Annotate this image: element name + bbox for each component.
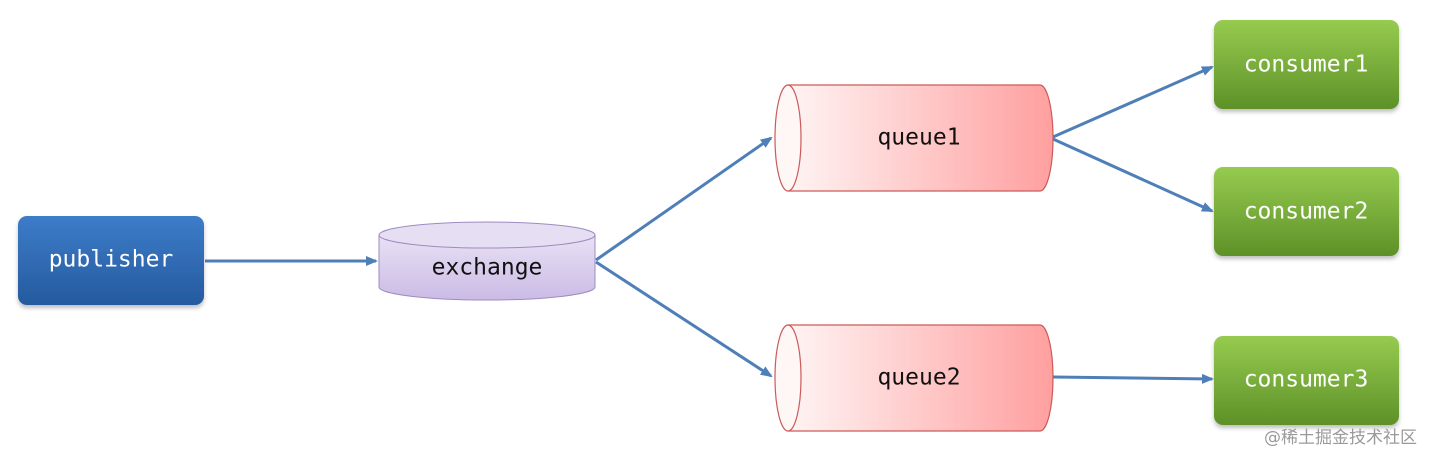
arrow-exchange-queue2 (595, 260, 773, 378)
consumer1-box (1214, 20, 1399, 109)
arrow-exchange-queue1 (595, 136, 773, 262)
exchange-label: exchange (432, 255, 543, 281)
publisher-label: publisher (49, 247, 174, 273)
consumer3-box (1214, 336, 1399, 425)
arrow-queue1-consumer1 (1052, 65, 1214, 139)
queue2-label: queue2 (877, 365, 960, 391)
publisher-box (18, 216, 204, 305)
watermark-text: @稀土掘金技术社区 (1264, 428, 1417, 448)
consumer3-label: consumer3 (1244, 367, 1369, 393)
exchange-node: exchange (378, 221, 596, 301)
queue2-cylinder-body (787, 324, 1054, 432)
arrows (205, 65, 1214, 384)
consumer2-label: consumer2 (1244, 199, 1369, 225)
publisher-node: publisher (18, 216, 204, 305)
consumer1-label: consumer1 (1244, 52, 1369, 78)
consumer3-node: consumer3 (1214, 336, 1399, 425)
queue1-node: queue1 (774, 84, 1054, 192)
arrow-queue1-consumer2 (1052, 137, 1214, 213)
consumer2-box (1214, 167, 1399, 256)
arrow-queue2-consumer3 (1052, 373, 1214, 384)
queue2-cylinder-end (774, 324, 802, 432)
queue1-cylinder-end (774, 84, 802, 192)
queue1-cylinder-body (787, 84, 1054, 192)
queue2-node: queue2 (774, 324, 1054, 432)
exchange-cylinder-body (378, 234, 596, 301)
exchange-cylinder-top (378, 221, 596, 249)
queue1-label: queue1 (877, 125, 960, 151)
consumer1-node: consumer1 (1214, 20, 1399, 109)
consumer2-node: consumer2 (1214, 167, 1399, 256)
